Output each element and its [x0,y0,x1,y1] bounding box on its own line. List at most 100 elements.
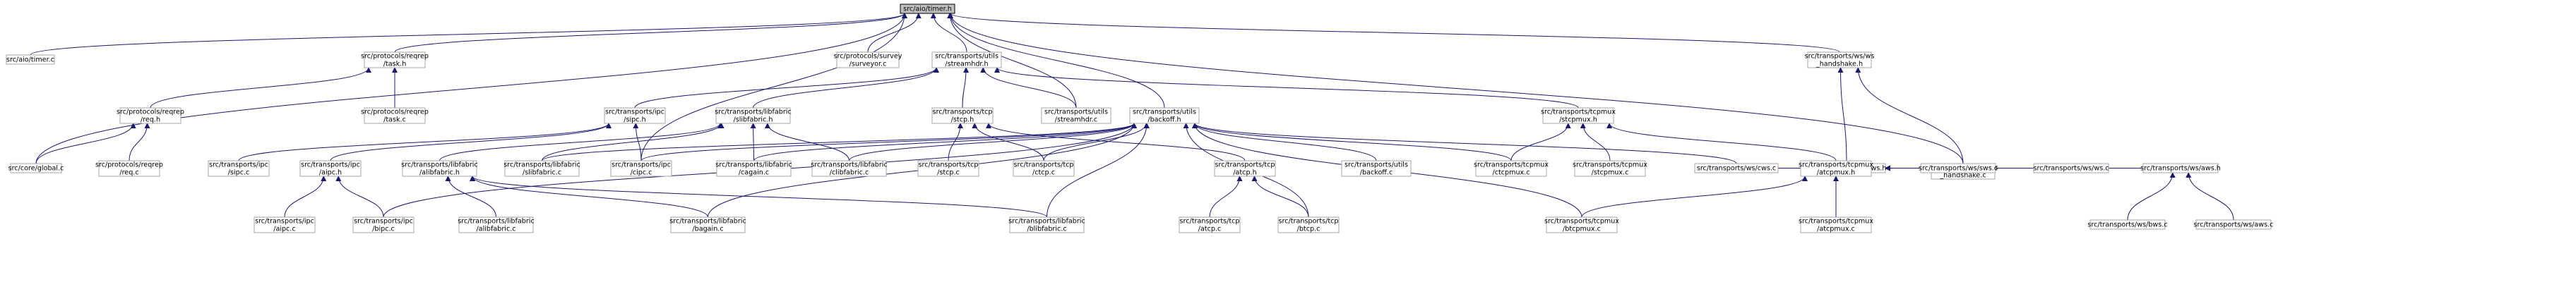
node-utils-streamhdr-h[interactable]: src/transports/utils/streamhdr.h [931,51,1002,68]
node-tcp-atcp-h[interactable]: src/transports/tcp/atcp.h [1214,160,1276,177]
node-reqrep-req-h[interactable]: src/protocols/reqrep/req.h [117,107,184,124]
node-label: src/transports/utils [1044,109,1108,116]
node-box [98,160,160,177]
node-label: /cipc.c [631,169,652,177]
node-label: /stcp.c [937,169,960,177]
node-ws-aws-c[interactable]: src/transports/ws/aws.c [2194,219,2274,230]
node-tcpmux-stcpmux-h[interactable]: src/transports/tcpmux/stcpmux.h [1541,107,1616,124]
node-ipc-bipc-c[interactable]: src/transports/ipc/bipc.c [352,216,415,233]
edge-tcpmux-ctcpmux-c-to-tcpmux-stcpmux-h [1510,123,1571,161]
node-label: src/transports/ipc [255,218,314,226]
node-box [1574,160,1646,177]
node-tcpmux-atcpmux-h[interactable]: src/transports/tcpmux/atcpmux.h [1799,160,1873,177]
node-box [900,4,955,14]
node-label: src/transports/tcpmux [1544,218,1619,226]
edge-tcpmux-btcpmux-c-to-tcpmux-atcpmux-h [1581,176,1808,218]
node-libfabric-bagain-c[interactable]: src/transports/libfabric/bagain.c [669,216,746,233]
edge-survey-surveyor-c-to-root [867,13,922,53]
node-label: src/transports/ws/aws.c [2194,221,2274,229]
node-aio-timer-c[interactable]: src/aio/timer.c [6,54,55,65]
node-box [1277,216,1340,233]
node-label: /aipc.c [273,226,295,233]
node-label: src/aio/timer.c [6,56,54,64]
node-core-global-c[interactable]: src/core/global.c [8,163,64,173]
node-root[interactable]: src/aio/timer.h [900,4,955,14]
node-libfabric-cagain-c[interactable]: src/transports/libfabric/cagain.c [715,160,792,177]
node-label: src/transports/ipc [301,161,360,169]
node-label: /cagain.c [739,169,769,177]
node-tcpmux-ctcpmux-c[interactable]: src/transports/tcpmux/ctcpmux.c [1474,160,1549,177]
edge-ipc-sipc-h-to-utils-streamhdr-h [634,67,939,109]
node-box [917,160,979,177]
node-ipc-sipc-h[interactable]: src/transports/ipc/sipc.h [604,107,666,124]
edge-core-global-c-to-reqrep-req-h [35,123,136,164]
edge-ipc-aipc-c-to-ipc-aipc-h [284,176,327,218]
node-label: /btcp.c [1297,226,1320,233]
edge-ipc-sipc-c-to-ipc-sipc-h [238,123,612,161]
node-label: src/transports/utils [935,53,998,61]
node-reqrep-task-c[interactable]: src/protocols/reqrep/task.c [361,107,429,124]
node-libfabric-blibfabric-c[interactable]: src/transports/libfabric/blibfabric.c [1008,216,1085,233]
node-tcp-ctcp-c[interactable]: src/transports/tcp/ctcp.c [1013,160,1075,177]
node-label: src/transports/tcp [933,109,993,116]
node-box [352,216,415,233]
node-label: /alibfabric.h [419,169,460,177]
edge-libfabric-slibfabric-c-to-libfabric-slibfabric-h [542,123,724,161]
edge-ws-handshake-h-to-root [948,13,1840,53]
node-label: src/transports/tcpmux [1573,161,1647,169]
node-label: src/transports/ws/bws.c [2087,221,2167,229]
node-utils-streamhdr-c[interactable]: src/transports/utils/streamhdr.c [1041,107,1111,124]
node-libfabric-alibfabric-h[interactable]: src/transports/libfabric/alibfabric.h [401,160,478,177]
node-box [10,163,62,173]
node-label: src/transports/ipc [612,161,671,169]
node-utils-backoff-c[interactable]: src/transports/utils/backoff.c [1341,160,1412,177]
edge-tcpmux-ctcpmux-c-to-utils-backoff-h [1192,123,1512,161]
node-ws-aws-h[interactable]: src/transports/ws/aws.h [2140,163,2221,173]
node-box [604,107,666,124]
node-reqrep-task-h[interactable]: src/protocols/reqrep/task.h [361,51,429,68]
node-box [931,51,1002,68]
node-ipc-aipc-h[interactable]: src/transports/ipc/aipc.h [299,160,362,177]
node-ws-ws-c[interactable]: src/transports/ws/ws.c [2033,163,2109,173]
node-box [715,107,791,124]
node-ws-handshake-h[interactable]: src/transports/ws/ws_handshake.h [1805,51,1875,68]
node-label: src/core/global.c [8,165,64,173]
node-tcpmux-stcpmux-c[interactable]: src/transports/tcpmux/stcpmux.c [1573,160,1647,177]
node-label: src/transports/libfabric [401,161,477,169]
node-tcp-btcp-c[interactable]: src/transports/tcp/btcp.c [1277,216,1340,233]
node-libfabric-slibfabric-h[interactable]: src/transports/libfabric/slibfabric.h [715,107,792,124]
node-label: /sipc.h [624,116,645,124]
node-libfabric-alibfabric-c[interactable]: src/transports/libfabric/alibfabric.c [458,216,535,233]
node-libfabric-clibfabric-c[interactable]: src/transports/libfabric/clibfabric.c [811,160,888,177]
node-ipc-sipc-c[interactable]: src/transports/ipc/sipc.c [208,160,270,177]
node-survey-surveyor-c[interactable]: src/protocols/survey/surveyor.c [834,51,902,68]
node-ws-cws-c[interactable]: src/transports/ws/cws.c [1694,163,1779,173]
node-ws-bws-c[interactable]: src/transports/ws/bws.c [2087,219,2168,230]
node-box [6,54,55,65]
node-tcp-stcp-c[interactable]: src/transports/tcp/stcp.c [917,160,979,177]
node-label: /bipc.c [372,226,395,233]
edge-libfabric-slibfabric-h-to-utils-streamhdr-h [753,67,939,109]
node-ws-sws-c[interactable]: src/transports/ws/sws.c [1919,163,1998,173]
node-box [402,160,477,177]
node-reqrep-req-c[interactable]: src/protocols/reqrep/req.c [95,160,163,177]
node-libfabric-slibfabric-c[interactable]: src/transports/libfabric/slibfabric.c [503,160,580,177]
node-label: src/transports/ws/cws.c [1697,165,1776,173]
node-tcpmux-atcpmux-c[interactable]: src/transports/tcpmux/atcpmux.c [1799,216,1873,233]
node-ipc-cipc-c[interactable]: src/transports/ipc/cipc.c [610,160,672,177]
edge-ipc-cipc-c-to-utils-backoff-h [640,123,1137,161]
node-tcp-stcp-h[interactable]: src/transports/tcp/stcp.h [931,107,994,124]
node-label: src/transports/tcpmux [1799,161,1873,169]
node-label: src/protocols/survey [834,53,902,61]
edge-tcp-atcp-h-to-tcp-stcp-h [986,123,1246,161]
node-label: src/transports/tcp [1279,218,1339,226]
node-ipc-aipc-c[interactable]: src/transports/ipc/aipc.c [254,216,316,233]
node-tcp-atcp-c[interactable]: src/transports/tcp/atcp.c [1179,216,1241,233]
node-label: src/transports/libfabric [715,109,791,116]
node-label: /blibfabric.c [1027,226,1066,233]
node-label: /ctcpmux.c [1492,169,1530,177]
node-utils-backoff-h[interactable]: src/transports/utils/backoff.h [1129,107,1200,124]
node-box [811,160,887,177]
node-tcpmux-btcpmux-c[interactable]: src/transports/tcpmux/btcpmux.c [1544,216,1619,233]
node-box [716,160,792,177]
